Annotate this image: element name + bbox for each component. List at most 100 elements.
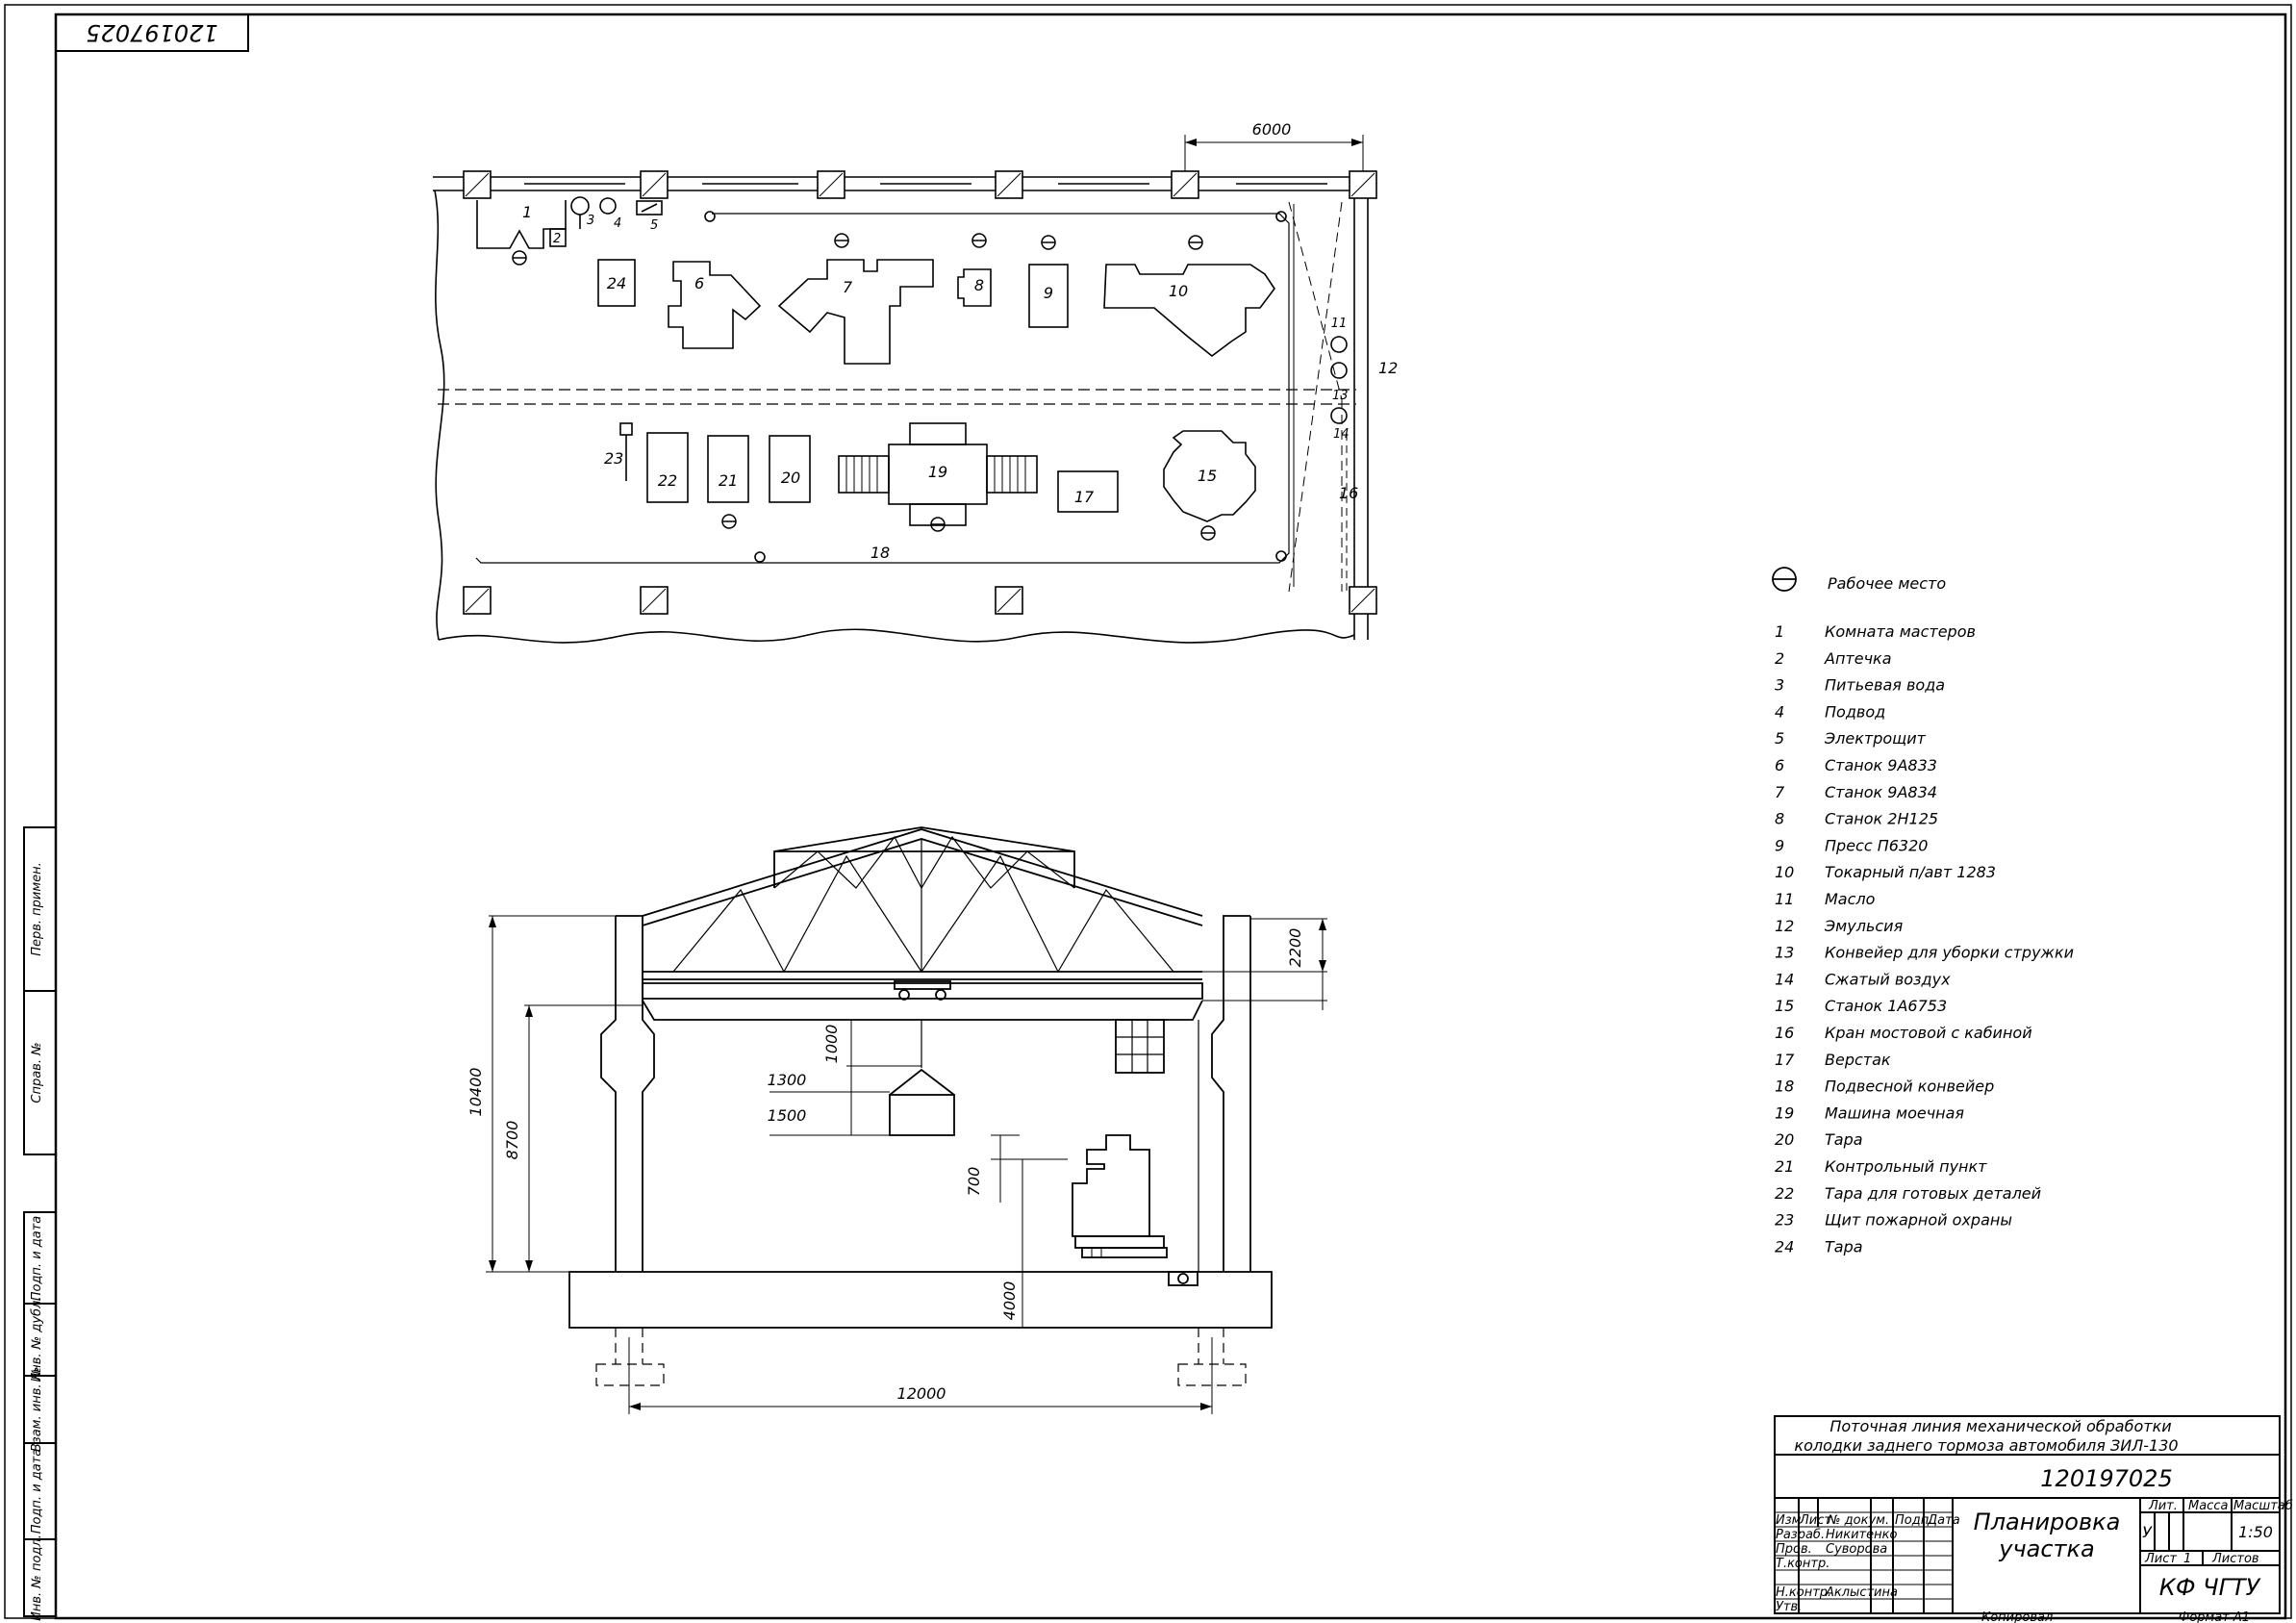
legend-item-number: 3 [1775, 676, 1784, 695]
dim-1000: 1000 [822, 1025, 841, 1064]
plan-label-12: 12 [1378, 359, 1398, 377]
workplace-icons [512, 233, 1216, 541]
plan-label-14: 14 [1333, 427, 1350, 442]
plan-labels: 6000 1 2 3 4 5 6 7 8 9 10 11 12 13 14 15… [522, 120, 1398, 562]
side-stamp-labels: Перв. примен. Справ. № Подп. и дата Инв.… [30, 862, 44, 1621]
legend-item-number: 6 [1775, 756, 1784, 774]
legend-item-number: 12 [1775, 917, 1794, 935]
dim-1500: 1500 [768, 1106, 807, 1125]
plan-label-9: 9 [1044, 284, 1053, 302]
dim-12000: 12000 [897, 1384, 946, 1403]
tb-name-1-row: Суворова [1826, 1542, 1887, 1557]
plan-label-10: 10 [1169, 282, 1188, 300]
legend-item-number: 14 [1775, 970, 1794, 988]
legend-workplace: Рабочее место [1828, 574, 1946, 593]
top-stamp-text: 120197025 [86, 19, 217, 46]
tb-role-4: Утв. [1776, 1600, 1802, 1614]
tb-title-1: Поточная линия механической обработки [1829, 1417, 2171, 1435]
legend-item-text: Комната мастеров [1825, 622, 1976, 641]
dim-4000: 4000 [1000, 1281, 1019, 1321]
outer-border [4, 4, 2292, 1619]
legend-item-number: 24 [1775, 1237, 1794, 1255]
tb-h-list: Лист [1799, 1513, 1831, 1528]
side-label-podp1: Подп. и дата [30, 1216, 44, 1302]
plan-label-16: 16 [1339, 484, 1358, 502]
tb-h-doc: № докум. [1827, 1513, 1889, 1528]
side-label-inv-dubl: Инв. № дубл. [30, 1297, 44, 1382]
legend-list: 1 Комната мастеров 2 Аптечка 3 Питьевая вода 4… [1775, 622, 2074, 1255]
tb-scale: Масштаб [2233, 1499, 2293, 1513]
plan-dim-6000: 6000 [1252, 120, 1292, 139]
drawing-frame [54, 13, 2287, 1620]
legend-item-text: Контрольный пункт [1825, 1157, 1987, 1176]
tb-format: Формат А1 [2179, 1610, 2250, 1623]
legend-item-text: Тара [1825, 1130, 1863, 1149]
legend-item-text: Тара [1825, 1237, 1863, 1255]
side-label-perv: Перв. примен. [30, 862, 44, 956]
legend-item-text: Масло [1825, 890, 1876, 908]
plan-label-3: 3 [587, 214, 594, 228]
dim-2200: 2200 [1286, 928, 1304, 968]
tb-sheet: Лист [2144, 1552, 2177, 1566]
legend-item-text: Подвод [1825, 702, 1885, 721]
title-block [1774, 1415, 2281, 1614]
workplace-legend-icon [1772, 567, 1797, 592]
legend-item-text: Подвесной конвейер [1825, 1078, 1994, 1096]
plan-label-7: 7 [843, 278, 853, 296]
plan-label-8: 8 [974, 276, 984, 294]
plan-label-21: 21 [719, 471, 738, 490]
plan-label-19: 19 [928, 463, 947, 481]
plan-label-11: 11 [1331, 317, 1348, 331]
legend-item-text: Пресс П6320 [1825, 836, 1928, 854]
legend-item-text: Станок 9А833 [1825, 756, 1937, 774]
legend-item-number: 22 [1775, 1184, 1794, 1203]
legend-item-text: Электрощит [1824, 729, 1927, 748]
legend-item-number: 7 [1775, 783, 1785, 801]
legend-item-text: Станок 9А834 [1825, 783, 1937, 801]
legend-item-text: Питьевая вода [1825, 676, 1945, 695]
legend-item-text: Аптечка [1824, 649, 1892, 668]
legend-item-number: 18 [1775, 1078, 1794, 1096]
legend-item-number: 2 [1775, 649, 1784, 668]
section-dim-labels: 2200 1000 1300 1500 10400 8700 700 4000 … [467, 928, 1304, 1403]
tb-copied: Копировал [1981, 1610, 2053, 1623]
legend-item-number: 4 [1775, 702, 1784, 721]
section-dimensions [486, 915, 1327, 1410]
legend-item-text: Эмульсия [1824, 917, 1904, 935]
dim-700: 700 [965, 1167, 983, 1197]
tb-role-2: Т.контр. [1776, 1557, 1829, 1571]
tb-lit-value: У [2142, 1523, 2153, 1541]
plan-label-24: 24 [607, 274, 626, 292]
plan-label-17: 17 [1074, 488, 1095, 506]
plan-label-22: 22 [658, 471, 677, 490]
legend-item-number: 8 [1775, 810, 1784, 828]
side-label-sprav: Справ. № [30, 1042, 44, 1103]
tb-role-0: Разраб. [1776, 1528, 1825, 1542]
plan-label-15: 15 [1198, 467, 1217, 485]
tb-name-3: Аклыстина [1825, 1585, 1898, 1600]
legend-item-number: 1 [1775, 622, 1784, 641]
tb-name-2: участка [1998, 1535, 2094, 1562]
plan-label-6: 6 [694, 274, 704, 292]
legend-item-text: Токарный п/авт 1283 [1825, 863, 1996, 881]
title-block-text: Поточная линия механической обработки ко… [1776, 1417, 2293, 1623]
tb-h-izm: Изм [1776, 1513, 1802, 1528]
plan-label-1: 1 [522, 203, 532, 221]
tb-sheet-value: 1 [2183, 1552, 2191, 1566]
legend-item-text: Кран мостовой с кабиной [1825, 1024, 2032, 1042]
legend-item-number: 17 [1775, 1051, 1795, 1069]
tb-name-1: Планировка [1974, 1509, 2121, 1535]
plan-label-23: 23 [604, 449, 623, 468]
tb-role-1: Пров. [1776, 1542, 1812, 1557]
legend-item-text: Щит пожарной охраны [1825, 1211, 2012, 1230]
legend-item-text: Тара для готовых деталей [1825, 1184, 2041, 1203]
plan-label-13: 13 [1332, 389, 1349, 403]
tb-name-0: Никитенко [1826, 1528, 1897, 1542]
side-label-podp2: Подп. и дата [30, 1449, 44, 1534]
tb-h-podp: Подп. [1895, 1513, 1932, 1528]
tb-mass: Масса [2188, 1499, 2228, 1513]
tb-role-3: Н.контр. [1776, 1585, 1831, 1600]
legend-item-number: 16 [1775, 1024, 1794, 1042]
dim-8700: 8700 [503, 1121, 521, 1160]
side-label-vzam: Взам. инв. № [30, 1367, 44, 1452]
